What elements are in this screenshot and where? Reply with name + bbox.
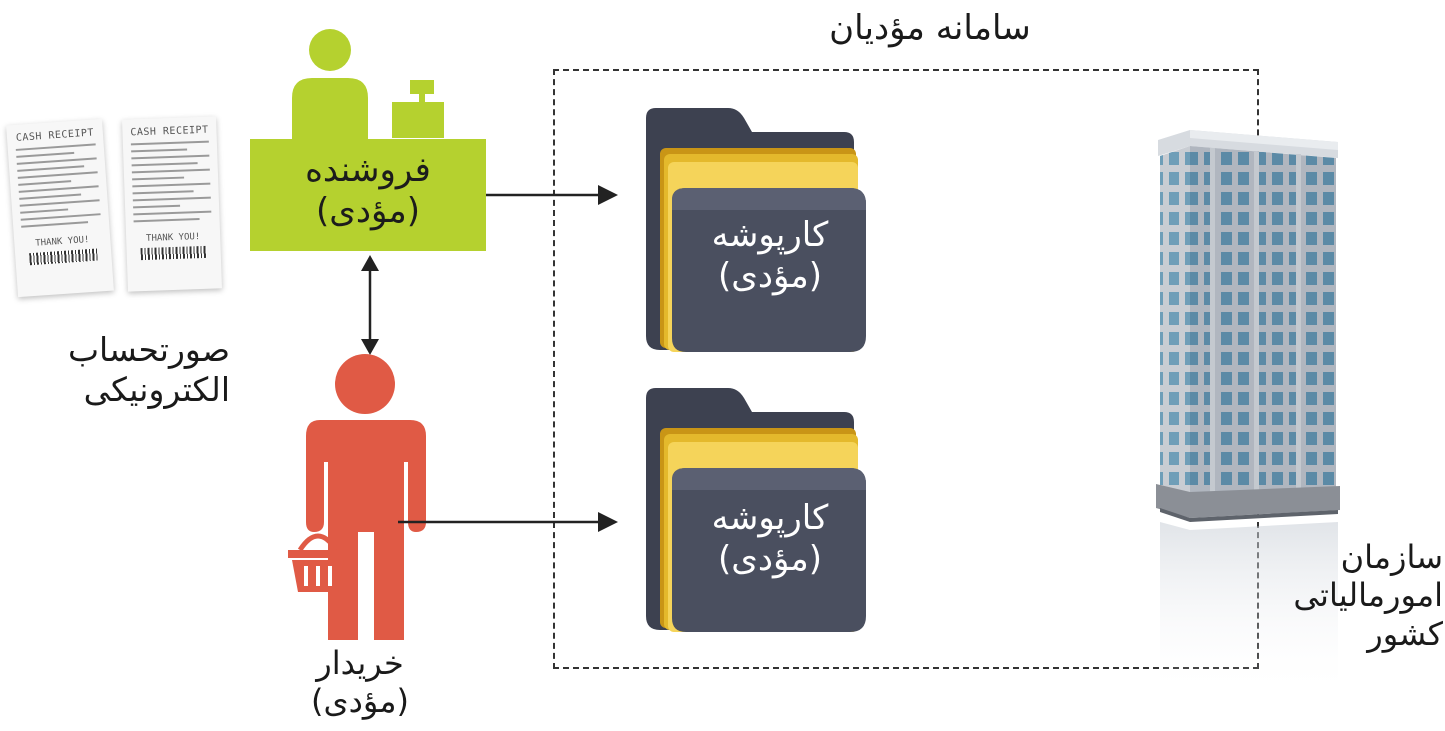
- invoice-label-line1: صورتحساب: [67, 330, 230, 369]
- folder-2-label: کارپوشه (مؤدی): [660, 498, 880, 580]
- buyer-to-folder-arrow: [398, 512, 618, 532]
- seller-person-icon: [292, 29, 368, 140]
- tax-org-line1: سازمان: [1340, 538, 1443, 576]
- receipt-2: CASH RECEIPT THANK YOU!: [122, 116, 222, 292]
- folder-1-label: کارپوشه (مؤدی): [660, 215, 880, 297]
- tax-org-label: سازمان امورمالیاتی کشور: [1268, 538, 1443, 653]
- receipt-1: CASH RECEIPT THANK YOU!: [6, 118, 114, 298]
- seller-counter: [250, 139, 486, 251]
- barcode-icon: [140, 245, 207, 261]
- folder-1-name: کارپوشه: [711, 215, 829, 255]
- tax-org-line2: امورمالیاتی: [1293, 576, 1443, 615]
- seller-label: فروشنده (مؤدی): [250, 150, 486, 232]
- receipt-title: CASH RECEIPT: [15, 127, 95, 144]
- seller-name: فروشنده: [305, 150, 431, 190]
- folder-1-role: (مؤدی): [717, 255, 823, 296]
- buyer-label: خریدار (مؤدی): [260, 644, 460, 721]
- office-building-icon: [1156, 130, 1340, 698]
- seller-buyer-double-arrow: [361, 255, 379, 355]
- folder-2-role: (مؤدی): [717, 538, 823, 579]
- buyer-name: خریدار: [316, 644, 404, 682]
- system-title: سامانه مؤدیان: [829, 8, 1031, 48]
- tax-org-line3: کشور: [1367, 614, 1443, 653]
- shopping-basket-icon: [288, 533, 348, 592]
- seller-to-folder-arrow: [486, 185, 618, 205]
- invoice-label-line2: الکترونیکی: [83, 369, 230, 409]
- receipt-footer: THANK YOU!: [145, 232, 201, 244]
- cash-register-icon: [392, 80, 444, 138]
- buyer-person-icon: [306, 354, 426, 640]
- buyer-role: (مؤدی): [311, 682, 409, 721]
- folder-icon: [646, 108, 866, 352]
- folder-2-name: کارپوشه: [711, 498, 829, 538]
- barcode-icon: [29, 248, 98, 266]
- seller-role: (مؤدی): [315, 190, 421, 231]
- invoice-label: صورتحساب الکترونیکی: [20, 330, 230, 409]
- folder-icon: [646, 388, 866, 632]
- receipt-title: CASH RECEIPT: [130, 124, 209, 139]
